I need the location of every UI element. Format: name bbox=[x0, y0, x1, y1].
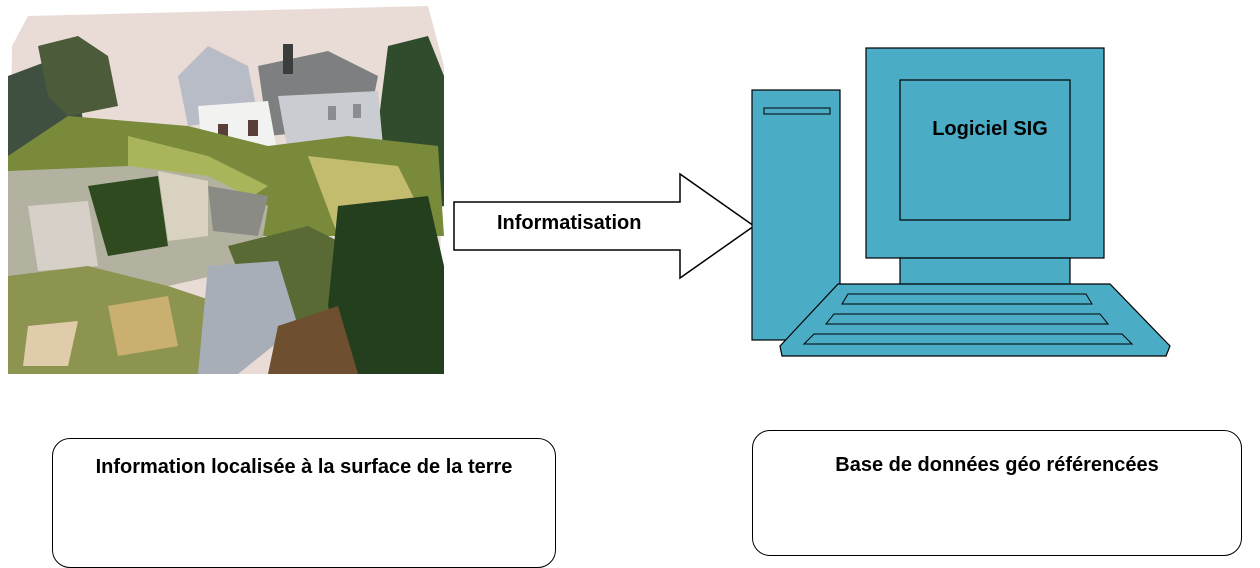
landscape-illustration bbox=[8, 6, 444, 374]
arrow-label: Informatisation bbox=[497, 212, 642, 234]
computer-icon bbox=[751, 47, 1171, 357]
right-caption-box: Base de données géo référencées bbox=[752, 430, 1242, 556]
left-caption-text: Information localisée à la surface de la… bbox=[95, 456, 513, 478]
right-caption-text: Base de données géo référencées bbox=[835, 454, 1159, 476]
arrow-right-icon bbox=[453, 172, 756, 280]
monitor-label: Logiciel SIG bbox=[932, 118, 1048, 140]
left-caption-box: Information localisée à la surface de la… bbox=[52, 438, 556, 568]
